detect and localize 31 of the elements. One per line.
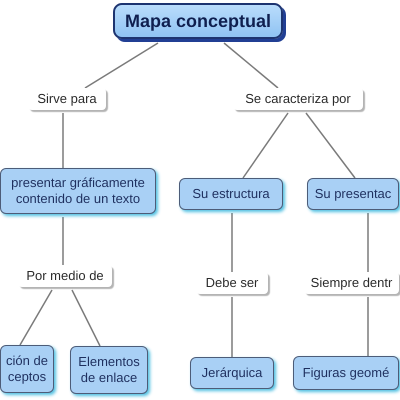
title-text: Mapa conceptual (124, 10, 272, 32)
concept-box (307, 178, 399, 210)
connector-line (367, 297, 369, 356)
concept-text: Jerárquica (202, 364, 262, 382)
concept-text: ción de ceptos (5, 352, 49, 386)
concept-text: Su presentac (314, 186, 392, 202)
title-box (113, 3, 283, 39)
linking-phrase: Se caracteriza por (245, 90, 351, 108)
connector-line (71, 290, 101, 346)
concept-box (70, 346, 148, 394)
concept-text: Figuras geomé (302, 364, 390, 382)
linking-phrase: Siempre dentr (310, 274, 392, 292)
connector-line (367, 213, 369, 272)
connector-line (19, 290, 53, 346)
concept-box (0, 168, 156, 214)
concept-box (190, 357, 274, 389)
linking-phrase: Sirve para (37, 90, 97, 108)
concept-text: Su estructura (192, 186, 270, 202)
concept-box (179, 178, 283, 210)
connector-line (305, 112, 356, 178)
concept-text: Elementos de enlace (77, 354, 141, 386)
linking-phrase: Debe ser (206, 274, 258, 292)
concept-box (0, 345, 54, 393)
connector-line (231, 213, 233, 272)
linking-phrase: Por medio de (26, 268, 104, 284)
connector-line (231, 297, 233, 357)
concept-text: presentar gráficamente contenido de un texto (10, 174, 146, 208)
connector-line (242, 112, 289, 178)
concept-box (293, 356, 399, 390)
connector-line (62, 217, 64, 265)
connector-line (62, 113, 64, 168)
